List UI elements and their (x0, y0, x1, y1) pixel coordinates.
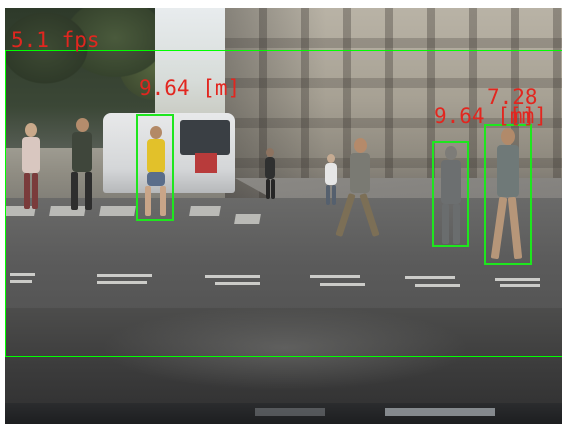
pedestrian-head (327, 154, 335, 163)
distance-label: [m] (509, 104, 547, 128)
lane-marking (320, 283, 365, 286)
zebra-stripe (189, 206, 221, 216)
pedestrian-head (266, 148, 274, 157)
pedestrian-torso (441, 160, 461, 204)
distance-label: 9.64 [m] (434, 104, 536, 128)
lane-marking (215, 282, 260, 285)
pedestrian (335, 138, 380, 240)
zebra-stripe (99, 206, 136, 216)
pedestrian-torso (72, 132, 92, 172)
pedestrian-head (354, 138, 367, 153)
pedestrian-head (150, 126, 162, 139)
pedestrian-detection-box (136, 114, 174, 221)
pedestrian-leg (326, 185, 330, 205)
pedestrian (435, 146, 467, 246)
zebra-stripe (234, 214, 261, 224)
pedestrian-leg (271, 179, 275, 199)
pedestrian (19, 123, 43, 211)
pedestrian-leg (85, 172, 92, 210)
lane-marking (415, 284, 460, 287)
pedestrian-head (76, 118, 89, 132)
pedestrian (323, 154, 339, 206)
pedestrian-detection-box (432, 141, 469, 247)
fps-label: 5.1 fps (11, 28, 100, 52)
lane-marking (405, 276, 455, 279)
roi-top-line (5, 50, 562, 51)
pedestrian-leg (442, 204, 449, 244)
lane-marking (10, 273, 35, 276)
roi-bottom-line (5, 356, 562, 357)
pedestrian-leg (160, 186, 166, 216)
lane-marking (97, 274, 152, 277)
pedestrian-detection-box (484, 124, 532, 265)
pedestrian-leg (266, 179, 270, 199)
distance-label: 9.64 [m] (139, 76, 241, 100)
pedestrian-leg (332, 185, 336, 205)
pedestrian-torso (325, 163, 337, 185)
pedestrian-torso (350, 153, 370, 193)
pedestrian-head (25, 123, 37, 137)
pedestrian-leg (453, 204, 460, 244)
windshield-reflection (385, 408, 495, 416)
pedestrian (263, 148, 277, 200)
lane-marking (310, 275, 360, 278)
roi-left-line (5, 50, 6, 357)
camera-frame: 5.1 fps 9.64 [m] 9.64 [m] 7.28 [m] (5, 8, 562, 424)
pedestrian (487, 128, 529, 263)
pedestrian (143, 126, 171, 218)
pedestrian-leg (71, 172, 78, 210)
pedestrian-torso (497, 145, 519, 197)
bus-rear-panel (195, 153, 217, 173)
pedestrian-torso (147, 139, 165, 173)
pedestrian (67, 118, 97, 213)
pedestrian-shorts (147, 172, 165, 186)
distance-label: 7.28 (487, 85, 538, 109)
lane-marking (205, 275, 260, 278)
lane-marking (97, 281, 147, 284)
lane-marking (495, 278, 540, 281)
pedestrian-leg (359, 192, 380, 238)
pedestrian-leg (145, 186, 151, 216)
lane-marking (500, 284, 540, 287)
lane-marking (10, 280, 32, 283)
windshield-reflection (255, 408, 325, 416)
pedestrian-head (445, 146, 457, 160)
bus-rear-window (180, 120, 230, 155)
pedestrian-leg (24, 173, 30, 209)
pedestrian-head (501, 128, 515, 145)
pedestrian-torso (265, 157, 275, 179)
pedestrian-leg (32, 173, 38, 209)
pedestrian-torso (22, 137, 40, 173)
pedestrian-leg (335, 192, 356, 238)
